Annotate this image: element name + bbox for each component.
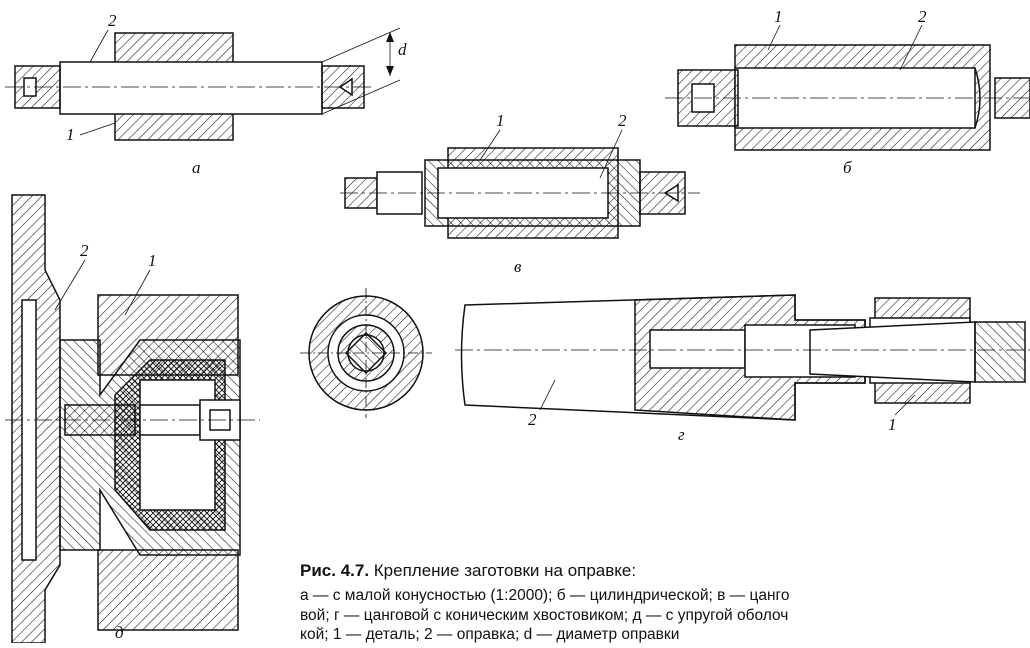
view-b-label-part: 1 xyxy=(774,7,783,26)
view-d-label-part: 1 xyxy=(148,251,157,270)
view-g-label-mandrel: 2 xyxy=(528,410,537,429)
view-g-label-part: 1 xyxy=(888,415,897,434)
caption-line-3: кой; 1 — деталь; 2 — оправка; d — диамет… xyxy=(300,626,680,643)
view-b xyxy=(665,24,1030,151)
view-d-label-mandrel: 2 xyxy=(80,241,89,260)
caption-line-2: вой; г — цанговой с коническим хвостовик… xyxy=(300,606,789,624)
view-v-label-part: 1 xyxy=(496,111,505,130)
view-g-caption-letter: г xyxy=(678,425,685,444)
view-d xyxy=(5,194,260,643)
view-a-label-part: 1 xyxy=(66,125,75,144)
view-v-caption-letter: в xyxy=(514,257,522,276)
caption-line-1: а — с малой конусностью (1:2000); б — ци… xyxy=(300,587,790,605)
view-a-mandrel xyxy=(59,61,323,115)
figure-caption: Рис. 4.7. Крепление заготовки на оправке… xyxy=(300,560,1030,648)
view-b-label-mandrel: 2 xyxy=(918,7,927,26)
view-d-caption-letter: д xyxy=(115,623,124,642)
caption-fig-number: Рис. 4.7. xyxy=(300,561,370,580)
view-a xyxy=(5,27,401,141)
view-a-caption-letter: а xyxy=(192,158,201,177)
view-a-label-mandrel: 2 xyxy=(108,11,117,30)
caption-body: а — с малой конусностью (1:2000); б — ци… xyxy=(300,586,1030,648)
caption-title: Рис. 4.7. Крепление заготовки на оправке… xyxy=(300,560,1030,581)
view-g xyxy=(300,288,1030,421)
view-b-caption-letter: б xyxy=(843,158,852,177)
view-v xyxy=(340,129,700,239)
view-a-dim-label: d xyxy=(398,40,407,59)
view-v-label-mandrel: 2 xyxy=(618,111,627,130)
caption-title-text: Крепление заготовки на оправке: xyxy=(373,561,637,580)
